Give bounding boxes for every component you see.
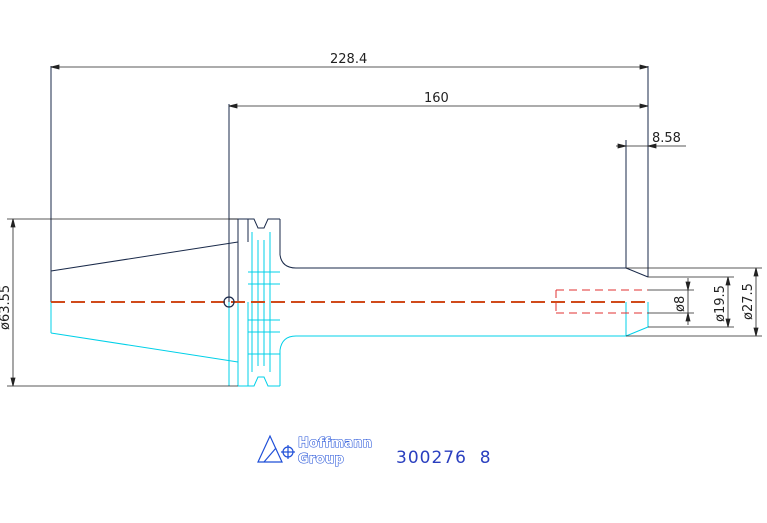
part-number: 300276 8 bbox=[396, 448, 492, 468]
hidden-bore bbox=[555, 289, 648, 314]
dim-shank-length: 160 bbox=[424, 91, 449, 106]
hoffmann-group-logo: Hoffmann Group bbox=[257, 434, 373, 468]
dim-bore-diameter: ø8 bbox=[673, 296, 688, 312]
dim-tip-length: 8.58 bbox=[652, 131, 681, 146]
drive-key-marker bbox=[223, 296, 235, 308]
dim-overall-length: 228.4 bbox=[330, 52, 367, 67]
dim-tip-diameter: ø19.5 bbox=[713, 285, 728, 322]
dim-flange-diameter: ø63.55 bbox=[0, 285, 13, 330]
upper-outline bbox=[50, 66, 649, 302]
logo-line-2: Group bbox=[298, 452, 344, 467]
logo-mark-icon bbox=[257, 434, 295, 463]
dimension-lines bbox=[7, 64, 762, 387]
dim-shank-diameter: ø27.5 bbox=[741, 283, 756, 320]
logo-line-1: Hoffmann bbox=[298, 436, 372, 451]
lower-outline bbox=[50, 232, 649, 387]
